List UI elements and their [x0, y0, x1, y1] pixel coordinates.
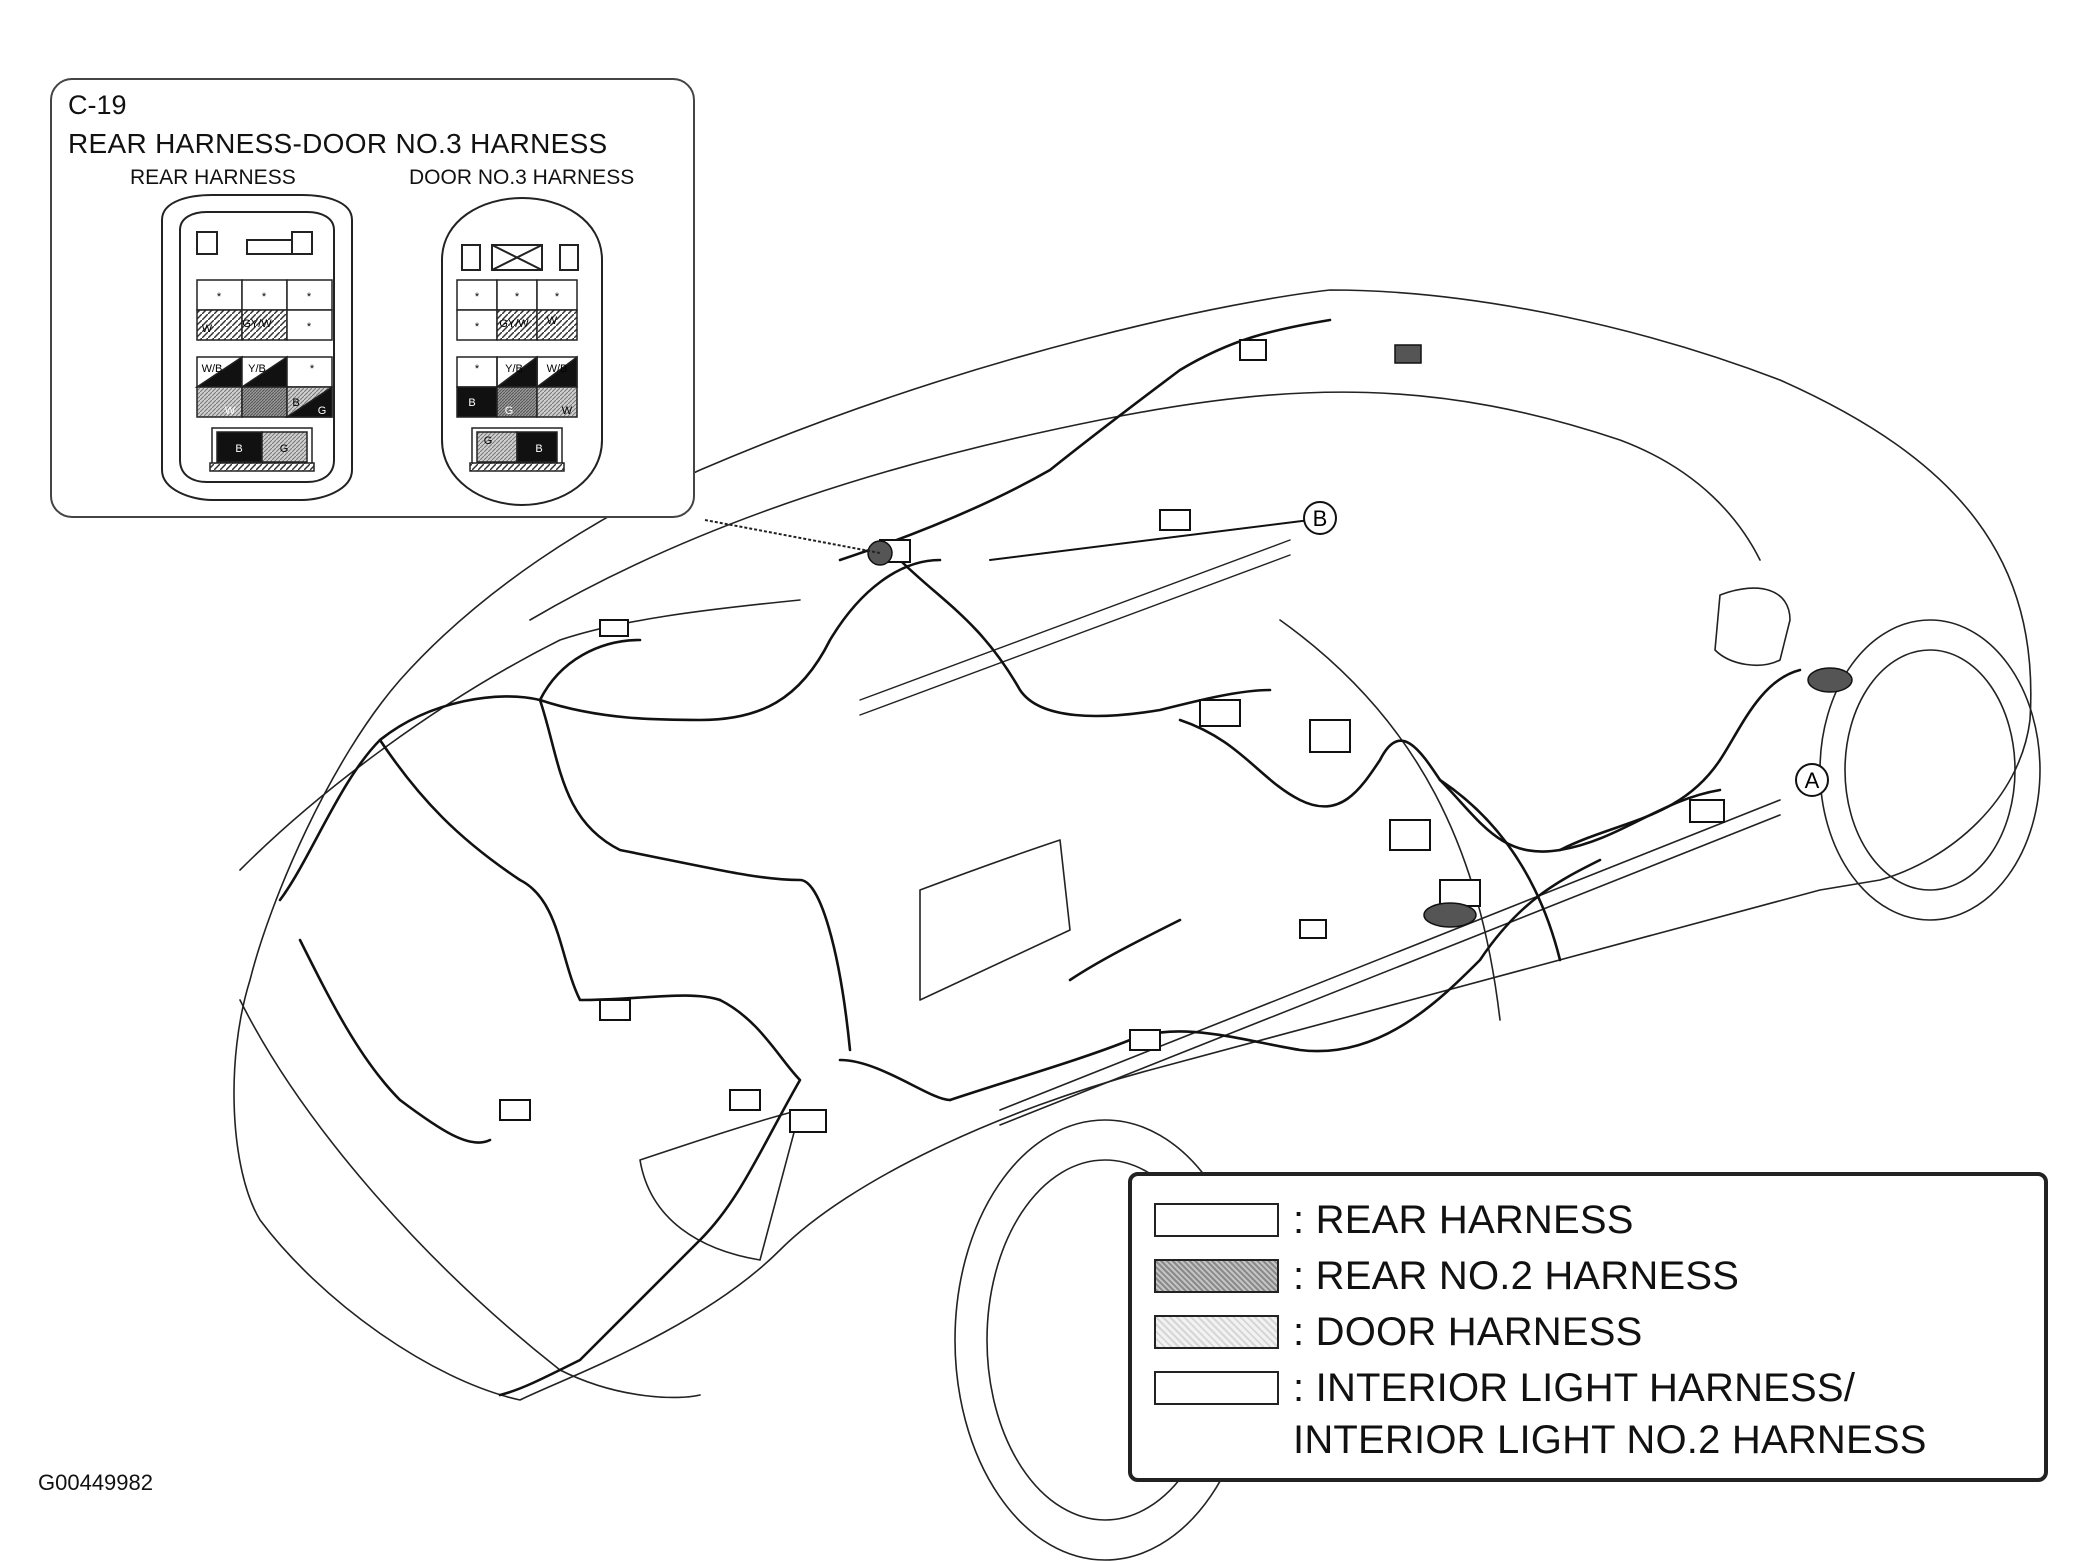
svg-text:*: *	[307, 321, 312, 333]
legend-label: : INTERIOR LIGHT HARNESS/	[1293, 1365, 1856, 1410]
marker-a	[1795, 763, 1829, 797]
harness-sill	[948, 858, 1602, 1102]
svg-text:W: W	[547, 315, 558, 327]
svg-text:*: *	[475, 363, 480, 375]
pin-code-labels: * * * W GY/W * W/B Y/B * W B G B G * * *…	[202, 291, 573, 455]
door-harness-connector	[441, 196, 603, 507]
legend-label: : DOOR HARNESS	[1293, 1309, 1643, 1354]
side-mirror-outline	[1714, 587, 1791, 666]
svg-text:W/B: W/B	[547, 363, 568, 375]
svg-text:*: *	[262, 291, 267, 303]
svg-text:G: G	[505, 405, 514, 417]
svg-text:*: *	[310, 363, 315, 375]
b-pillar-outline	[1279, 619, 1501, 1021]
marker-b	[1303, 501, 1337, 535]
harness-liftgate	[298, 938, 492, 1144]
svg-text:B: B	[468, 397, 475, 409]
svg-text:B: B	[535, 443, 542, 455]
connectors	[499, 339, 1725, 1133]
svg-text:*: *	[217, 291, 222, 303]
legend-item-interior-light-line2: INTERIOR LIGHT NO.2 HARNESS	[1293, 1418, 1927, 1462]
side-window-outline	[919, 839, 1071, 1001]
front-wheel-outline	[1819, 619, 2041, 921]
rear-window-outline	[239, 599, 801, 871]
connector-shape	[599, 619, 629, 637]
harness-legend: : REAR HARNESS : REAR NO.2 HARNESS : DOO…	[1128, 1172, 2048, 1482]
door-pin-grid	[456, 279, 578, 472]
rear-harness-connector	[161, 194, 353, 501]
svg-text:*: *	[475, 321, 480, 333]
grommet-shape	[867, 540, 893, 566]
svg-text:B: B	[292, 397, 299, 409]
license-plate-outline	[639, 1109, 801, 1261]
callout-leader-line	[704, 519, 881, 554]
harness-floor	[1178, 718, 1722, 853]
connector-id: C-19	[68, 90, 127, 120]
connector-face-drawings: * * * W GY/W * W/B Y/B * W B G B G * * *…	[161, 194, 603, 507]
rear-pin-grid	[194, 279, 333, 472]
svg-text:G: G	[484, 435, 493, 447]
svg-text:G: G	[280, 443, 289, 455]
legend-swatch-door	[1154, 1315, 1279, 1349]
legend-item-rear-no2-harness: : REAR NO.2 HARNESS	[1154, 1254, 1739, 1298]
svg-text:*: *	[515, 291, 520, 303]
svg-text:Y/B: Y/B	[248, 363, 266, 375]
connector-title: REAR HARNESS-DOOR NO.3 HARNESS	[68, 128, 608, 159]
rear-harness-label: REAR HARNESS	[130, 166, 296, 189]
legend-swatch-rear-no2	[1154, 1259, 1279, 1293]
legend-label-line2: INTERIOR LIGHT NO.2 HARNESS	[1293, 1417, 1927, 1462]
svg-text:*: *	[475, 291, 480, 303]
svg-text:W: W	[202, 323, 213, 335]
harness-routes	[278, 318, 1802, 1397]
svg-text:G: G	[318, 405, 327, 417]
marker-a-label: A	[1805, 768, 1820, 793]
harness-rear-main	[278, 558, 942, 902]
car-body-outline	[233, 289, 2032, 1401]
legend-label: : REAR NO.2 HARNESS	[1293, 1253, 1740, 1298]
svg-text:B: B	[235, 443, 242, 455]
sill-line	[999, 799, 1781, 1111]
svg-text:W: W	[225, 405, 236, 417]
rear-bumper-outline	[239, 999, 701, 1399]
legend-item-interior-light-harness: : INTERIOR LIGHT HARNESS/	[1154, 1366, 1855, 1410]
door-harness-label: DOOR NO.3 HARNESS	[409, 166, 635, 189]
svg-text:W: W	[562, 405, 573, 417]
connector-callout: C-19 REAR HARNESS-DOOR NO.3 HARNESS REAR…	[50, 78, 695, 518]
figure-code: G00449982	[38, 1470, 153, 1495]
svg-text:Y/B: Y/B	[505, 363, 523, 375]
marker-b-label: B	[1313, 506, 1328, 531]
svg-text:GY/W: GY/W	[242, 318, 272, 330]
legend-item-rear-harness: : REAR HARNESS	[1154, 1198, 1634, 1242]
svg-text:*: *	[307, 291, 312, 303]
legend-swatch-rear	[1154, 1203, 1279, 1237]
legend-swatch-interior-light	[1154, 1371, 1279, 1405]
roof-outline	[529, 391, 1761, 621]
svg-text:*: *	[555, 291, 560, 303]
legend-item-door-harness: : DOOR HARNESS	[1154, 1310, 1643, 1354]
legend-label: : REAR HARNESS	[1293, 1197, 1634, 1242]
svg-text:W/B: W/B	[202, 363, 223, 375]
harness-tail	[498, 998, 802, 1397]
svg-text:GY/W: GY/W	[499, 318, 529, 330]
